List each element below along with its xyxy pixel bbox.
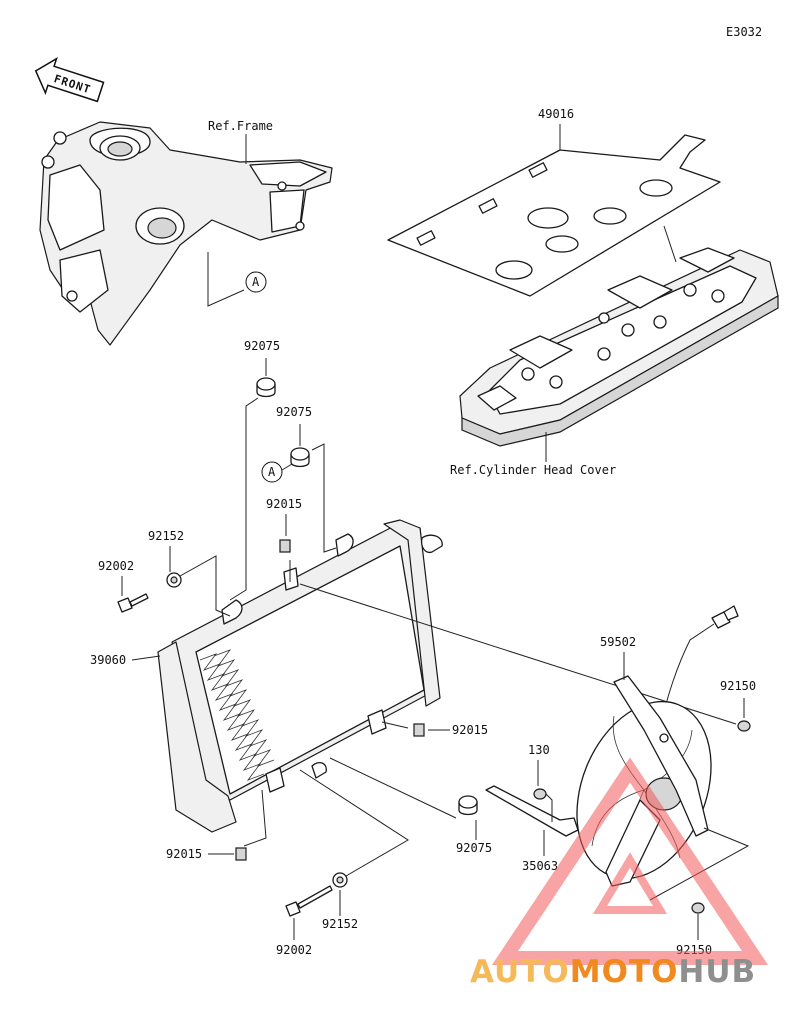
- part-92075-c-label: 92075: [456, 841, 492, 855]
- ref-head-cover-label: Ref.Cylinder Head Cover: [450, 463, 616, 477]
- collar-92152-b: [332, 872, 348, 888]
- part-92015-c-label: 92015: [166, 847, 202, 861]
- marker-a-left: A: [261, 461, 283, 483]
- part-130-label: 130: [528, 743, 550, 757]
- bracket-35063: [485, 785, 579, 837]
- grommet-92075-c: [458, 795, 478, 816]
- watermark-logo: AUTOMOTOHUB: [470, 757, 769, 990]
- clip-92015-b: [413, 723, 425, 737]
- radiator-39060: [157, 519, 443, 833]
- watermark-moto: MOTO: [570, 954, 679, 990]
- part-92075-a-label: 92075: [244, 339, 280, 353]
- cover-plate-49016: [387, 134, 721, 297]
- grommet-92075-b: [290, 447, 310, 468]
- clip-92015-c: [235, 847, 247, 861]
- bolt-92150-a: [737, 720, 751, 732]
- part-59502-label: 59502: [600, 635, 636, 649]
- frame-drawing: [39, 121, 333, 346]
- grommet-92075-a: [256, 377, 276, 398]
- front-arrow-icon: FRONT: [34, 57, 105, 103]
- marker-a-left-label: A: [268, 465, 276, 479]
- part-92002-b-label: 92002: [276, 943, 312, 957]
- bolt-92002-a: [117, 593, 149, 613]
- part-92015-b-label: 92015: [452, 723, 488, 737]
- collar-92152-a: [166, 572, 182, 588]
- part-92015-a-label: 92015: [266, 497, 302, 511]
- part-92075-b-label: 92075: [276, 405, 312, 419]
- clip-92015-a: [279, 539, 291, 553]
- part-92002-a-label: 92002: [98, 559, 134, 573]
- bolt-92002-b: [285, 885, 333, 917]
- marker-a-top: A: [245, 271, 267, 293]
- ref-frame-label: Ref.Frame: [208, 119, 273, 133]
- part-39060-label: 39060: [90, 653, 126, 667]
- marker-a-top-label: A: [252, 275, 260, 289]
- diagram-code: E3032: [726, 25, 762, 39]
- watermark-auto: AUTO: [470, 954, 570, 990]
- bolt-130: [533, 788, 547, 800]
- part-92152-b-label: 92152: [322, 917, 358, 931]
- cylinder-head-cover-drawing: [459, 247, 779, 447]
- part-92150-a-label: 92150: [720, 679, 756, 693]
- bolt-92150-b: [691, 902, 705, 914]
- watermark-hub: HUB: [678, 954, 756, 990]
- part-92152-a-label: 92152: [148, 529, 184, 543]
- part-35063-label: 35063: [522, 859, 558, 873]
- svg-text:AUTOMOTOHUB: AUTOMOTOHUB: [470, 954, 756, 990]
- part-49016-label: 49016: [538, 107, 574, 121]
